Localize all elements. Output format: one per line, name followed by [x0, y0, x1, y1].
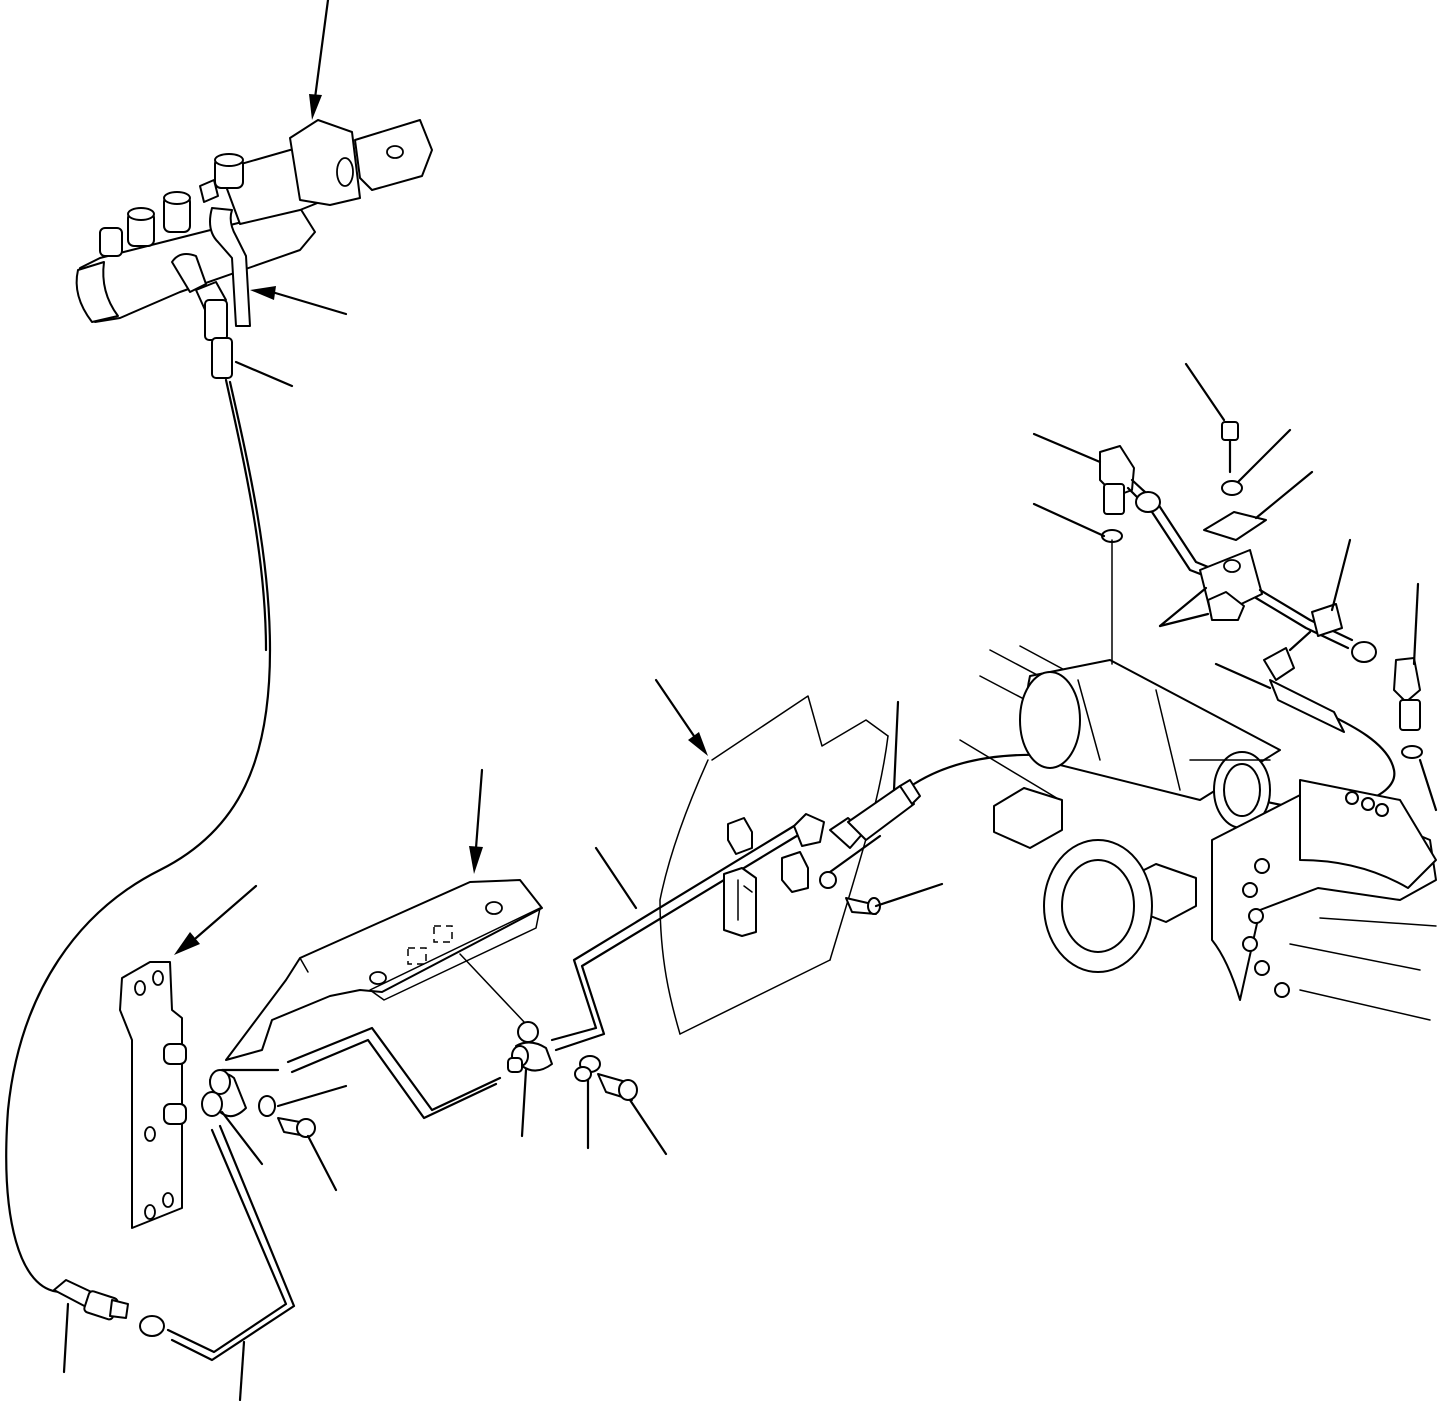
left-mounting-bracket: [119, 961, 187, 1229]
tube-clip-left: [201, 1069, 316, 1138]
brake-tube-middle: [286, 1026, 502, 1112]
brake-tube-left: [166, 1128, 288, 1354]
flexible-brake-hose: [5, 380, 272, 1294]
leader-lines: [62, 0, 1438, 1402]
master-cylinder: [75, 119, 433, 379]
brake-tube-right: [550, 824, 796, 1042]
axle-housing: [959, 645, 1437, 1021]
tube-clip-center: [507, 1021, 638, 1101]
chassis-panel: [659, 695, 889, 1035]
hose-end-fitting: [53, 1279, 165, 1337]
tube-coupling: [793, 779, 921, 915]
frame-bracket: [225, 879, 543, 1061]
right-fittings: [1099, 421, 1423, 759]
